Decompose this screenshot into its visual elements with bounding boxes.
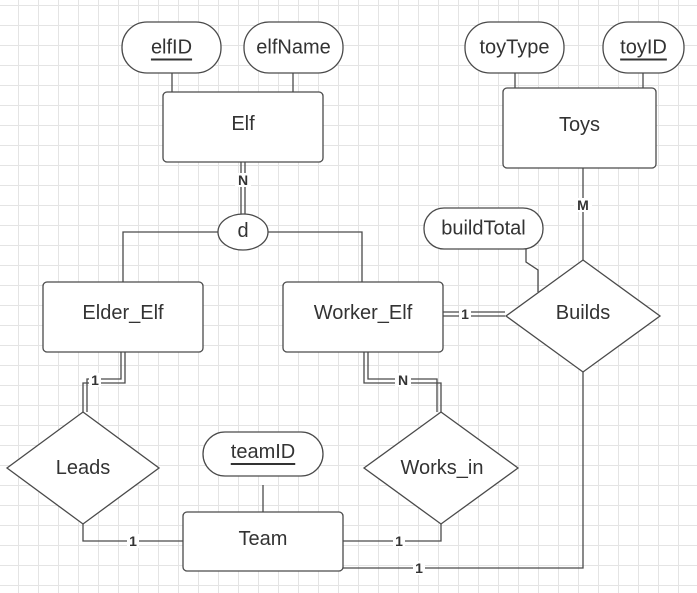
relationship-leads: Leads: [5, 411, 161, 525]
relationship-works-in: Works_in: [362, 411, 520, 525]
relationship-builds: Builds: [504, 259, 662, 373]
card-toys-builds-group: M: [574, 197, 592, 213]
entity-toys: Toys: [502, 87, 657, 169]
entity-toys-label: Toys: [559, 114, 600, 136]
relationship-leads-label: Leads: [56, 457, 111, 479]
edge-disjoint-elder: [122, 231, 218, 282]
attribute-elf-name: elfName: [243, 21, 344, 74]
card-leads-team: 1: [129, 533, 137, 549]
attribute-toy-type: toyType: [464, 21, 565, 74]
card-toys-builds: M: [577, 197, 589, 213]
card-elf-d: N: [238, 172, 248, 188]
attribute-build-total: buildTotal: [423, 207, 544, 250]
attribute-team-id-label: teamID: [231, 441, 295, 463]
card-elder-leads-group: 1: [89, 372, 101, 388]
edge-elf-disjoint: [240, 162, 246, 214]
card-worker-works-in: N: [398, 372, 408, 388]
card-worker-works-in-group: N: [395, 372, 411, 388]
attribute-elf-id-label: elfID: [151, 37, 192, 59]
disjoint-circle: d: [217, 213, 269, 251]
edge-disjoint-worker: [268, 231, 363, 282]
attribute-elf-id: elfID: [121, 21, 222, 74]
entity-elder-elf: Elder_Elf: [42, 281, 204, 353]
card-elf-d-group: N: [235, 172, 251, 188]
attribute-team-id: teamID: [202, 431, 324, 477]
entity-worker-elf: Worker_Elf: [282, 281, 444, 353]
attribute-toy-id: toyID: [602, 21, 685, 74]
card-elder-leads: 1: [91, 372, 99, 388]
card-works-in-team: 1: [395, 533, 403, 549]
edge-leads-team: [82, 524, 183, 542]
entity-team-label: Team: [239, 528, 288, 550]
entity-team: Team: [182, 511, 344, 572]
entity-elder-elf-label: Elder_Elf: [82, 302, 164, 324]
relationship-builds-label: Builds: [556, 302, 610, 324]
attribute-toy-type-label: toyType: [479, 37, 549, 59]
attribute-build-total-label: buildTotal: [441, 218, 526, 240]
relationship-works-in-label: Works_in: [401, 457, 484, 479]
edge-worker-builds: [443, 311, 505, 317]
edge-elder-leads: [82, 352, 126, 412]
card-builds-team-group: 1: [413, 560, 425, 576]
card-works-in-team-group: 1: [393, 533, 405, 549]
edge-works-in-team: [343, 524, 442, 542]
attribute-toy-id-label: toyID: [620, 37, 667, 59]
card-leads-team-group: 1: [127, 533, 139, 549]
disjoint-label: d: [237, 220, 248, 242]
entity-elf-label: Elf: [231, 113, 255, 135]
entity-worker-elf-label: Worker_Elf: [314, 302, 413, 324]
card-worker-builds: 1: [461, 306, 469, 322]
card-worker-builds-group: 1: [459, 306, 471, 322]
edge-buildtotal-builds: [525, 248, 539, 292]
entity-elf: Elf: [162, 91, 324, 163]
card-builds-team: 1: [415, 560, 423, 576]
attribute-elf-name-label: elfName: [256, 37, 330, 59]
